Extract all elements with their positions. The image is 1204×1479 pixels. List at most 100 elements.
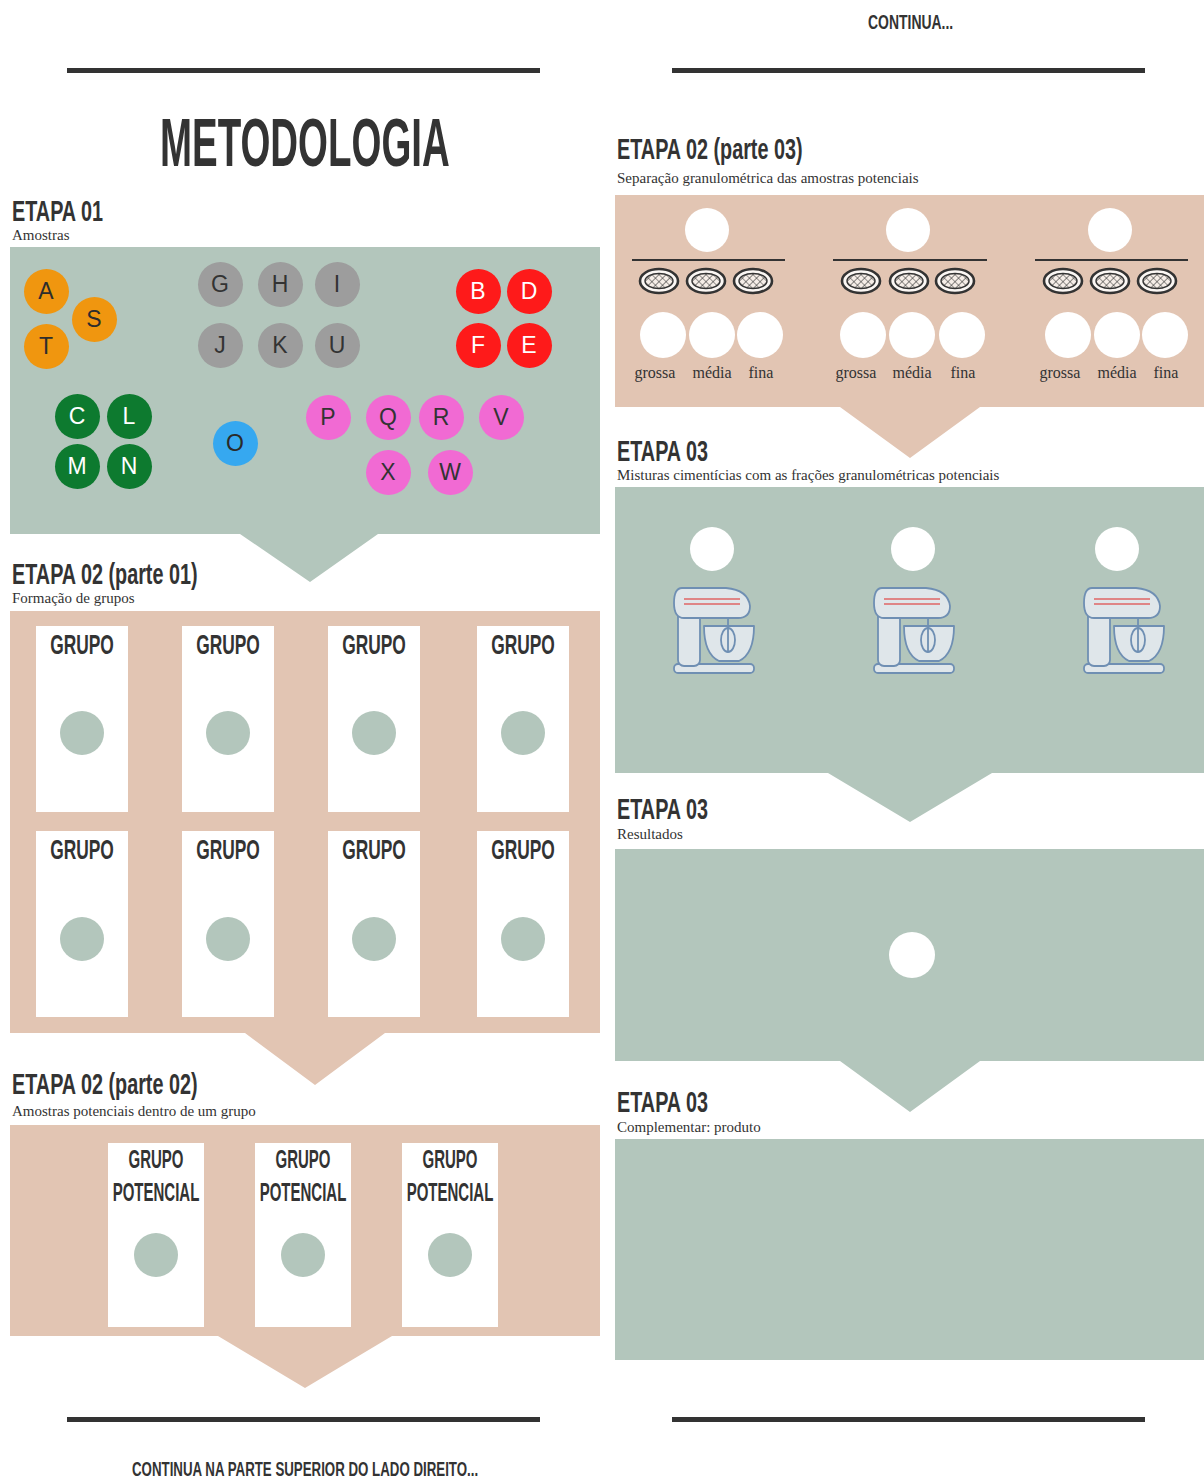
sample-circle: B (456, 269, 501, 314)
sample-letter: C (69, 405, 86, 428)
stage-band: ETAPA 01AmostrasAS T GH I J K U B D FE C L M N O P Q R V X W (10, 196, 600, 582)
page-title: METODOLOGIA (160, 108, 450, 176)
fraction-label: fina (749, 364, 774, 382)
sample-circle: R (419, 395, 464, 440)
sample-circle: S (72, 297, 117, 342)
stage-band: ETAPA 03 Resultados (615, 794, 1204, 1112)
sample-letter: N (121, 455, 138, 478)
fraction-label: média (893, 364, 932, 382)
fraction-label: fina (1154, 364, 1179, 382)
band-fill (615, 195, 1204, 458)
group-label: GRUPO POTENCIAL (257, 1143, 349, 1208)
sample-letter: R (433, 406, 450, 429)
sample-circle: F (456, 323, 501, 368)
sample-circle: C (55, 394, 100, 439)
sample-circle: V (479, 395, 524, 440)
group-box: GRUPO (36, 626, 128, 812)
sample-circle: J (198, 323, 243, 368)
sample-circle: M (55, 444, 100, 489)
group-label: GRUPO (184, 628, 272, 662)
group-box: GRUPO (328, 626, 420, 812)
group-box: GRUPO (328, 831, 420, 1017)
stage-heading: ETAPA 01 (12, 196, 103, 226)
sample-letter: L (123, 405, 136, 428)
sample-circle: O (213, 421, 258, 466)
fraction-label: fina (951, 364, 976, 382)
band-fill (615, 1139, 1204, 1360)
divider-rule (67, 68, 540, 73)
group-box: GRUPO (477, 831, 569, 1017)
group-label: GRUPO (184, 833, 272, 867)
fraction-label: média (1098, 364, 1137, 382)
divider-rule (672, 1417, 1145, 1422)
group-label: GRUPO (330, 628, 418, 662)
group-label: GRUPO POTENCIAL (110, 1143, 202, 1208)
band-shape (10, 196, 600, 582)
sample-circle: P (306, 395, 351, 440)
stage-subtitle: Misturas cimentícias com as frações gran… (617, 467, 999, 484)
stage-band: ETAPA 02 (parte 03)Separação granulométr… (615, 134, 1204, 458)
stage-subtitle: Resultados (617, 826, 683, 843)
group-box: GRUPO (182, 831, 274, 1017)
sample-circle: H (258, 262, 303, 307)
continuation-note: CONTINUA NA PARTE SUPERIOR DO LADO DIREI… (132, 1458, 478, 1479)
band-fill (10, 611, 600, 1085)
fraction-label: grossa (836, 364, 877, 382)
band-fill (615, 487, 1204, 822)
sample-circle: E (507, 323, 552, 368)
sample-circle: D (507, 269, 552, 314)
sample-letter: P (320, 406, 335, 429)
group-label: GRUPO (38, 833, 126, 867)
stage-heading: ETAPA 03 (617, 1087, 708, 1117)
stage-heading: ETAPA 02 (parte 01) (12, 559, 198, 589)
sample-circle: A (24, 269, 69, 314)
divider-rule (67, 1417, 540, 1422)
sample-circle: Q (366, 395, 411, 440)
sample-letter: Q (379, 406, 397, 429)
group-box: GRUPO POTENCIAL (108, 1143, 204, 1327)
sample-circle: T (24, 324, 69, 369)
sample-circle: N (107, 444, 152, 489)
stage-heading: ETAPA 03 (617, 436, 708, 466)
sample-letter: D (521, 280, 538, 303)
band-fill (615, 849, 1204, 1112)
sample-letter: J (214, 334, 226, 357)
sample-letter: W (439, 461, 461, 484)
band-shape (615, 436, 1204, 822)
stage-subtitle: Separação granulométrica das amostras po… (617, 170, 919, 187)
sample-circle: G (198, 262, 243, 307)
group-label: GRUPO (479, 833, 567, 867)
group-label: GRUPO POTENCIAL (404, 1143, 496, 1208)
sample-circle: U (315, 323, 360, 368)
stage-subtitle: Amostras potenciais dentro de um grupo (12, 1103, 256, 1120)
sample-letter: I (334, 273, 340, 296)
sample-letter: S (86, 308, 101, 331)
sample-circle: L (107, 394, 152, 439)
group-label: GRUPO (479, 628, 567, 662)
sample-letter: X (380, 461, 395, 484)
sample-letter: M (67, 455, 86, 478)
fraction-label: grossa (635, 364, 676, 382)
group-label: GRUPO (38, 628, 126, 662)
sample-letter: U (329, 334, 346, 357)
stage-band: ETAPA 02 (parte 02)Amostras potenciais d… (10, 1069, 600, 1388)
stage-heading: ETAPA 03 (617, 794, 708, 824)
sample-letter: K (272, 334, 287, 357)
sample-circle: I (315, 262, 360, 307)
band-shape (615, 794, 1204, 1112)
stage-band: ETAPA 03 Complementar: produto (615, 1087, 1204, 1360)
stage-subtitle: Complementar: produto (617, 1119, 761, 1136)
stage-subtitle: Amostras (12, 227, 70, 244)
band-fill (10, 247, 600, 582)
sample-letter: F (471, 334, 485, 357)
sample-letter: T (39, 335, 53, 358)
sample-circle: W (428, 450, 473, 495)
divider-rule (672, 68, 1145, 73)
stage-band: ETAPA 02 (parte 01)Formação de gruposGRU… (10, 559, 600, 1085)
group-box: GRUPO POTENCIAL (255, 1143, 351, 1327)
continuation-note: CONTINUA... (868, 11, 953, 32)
sample-letter: B (470, 280, 485, 303)
fraction-label: grossa (1040, 364, 1081, 382)
stage-band: ETAPA 03Misturas cimentícias com as fraç… (615, 436, 1204, 822)
sample-letter: O (226, 432, 244, 455)
